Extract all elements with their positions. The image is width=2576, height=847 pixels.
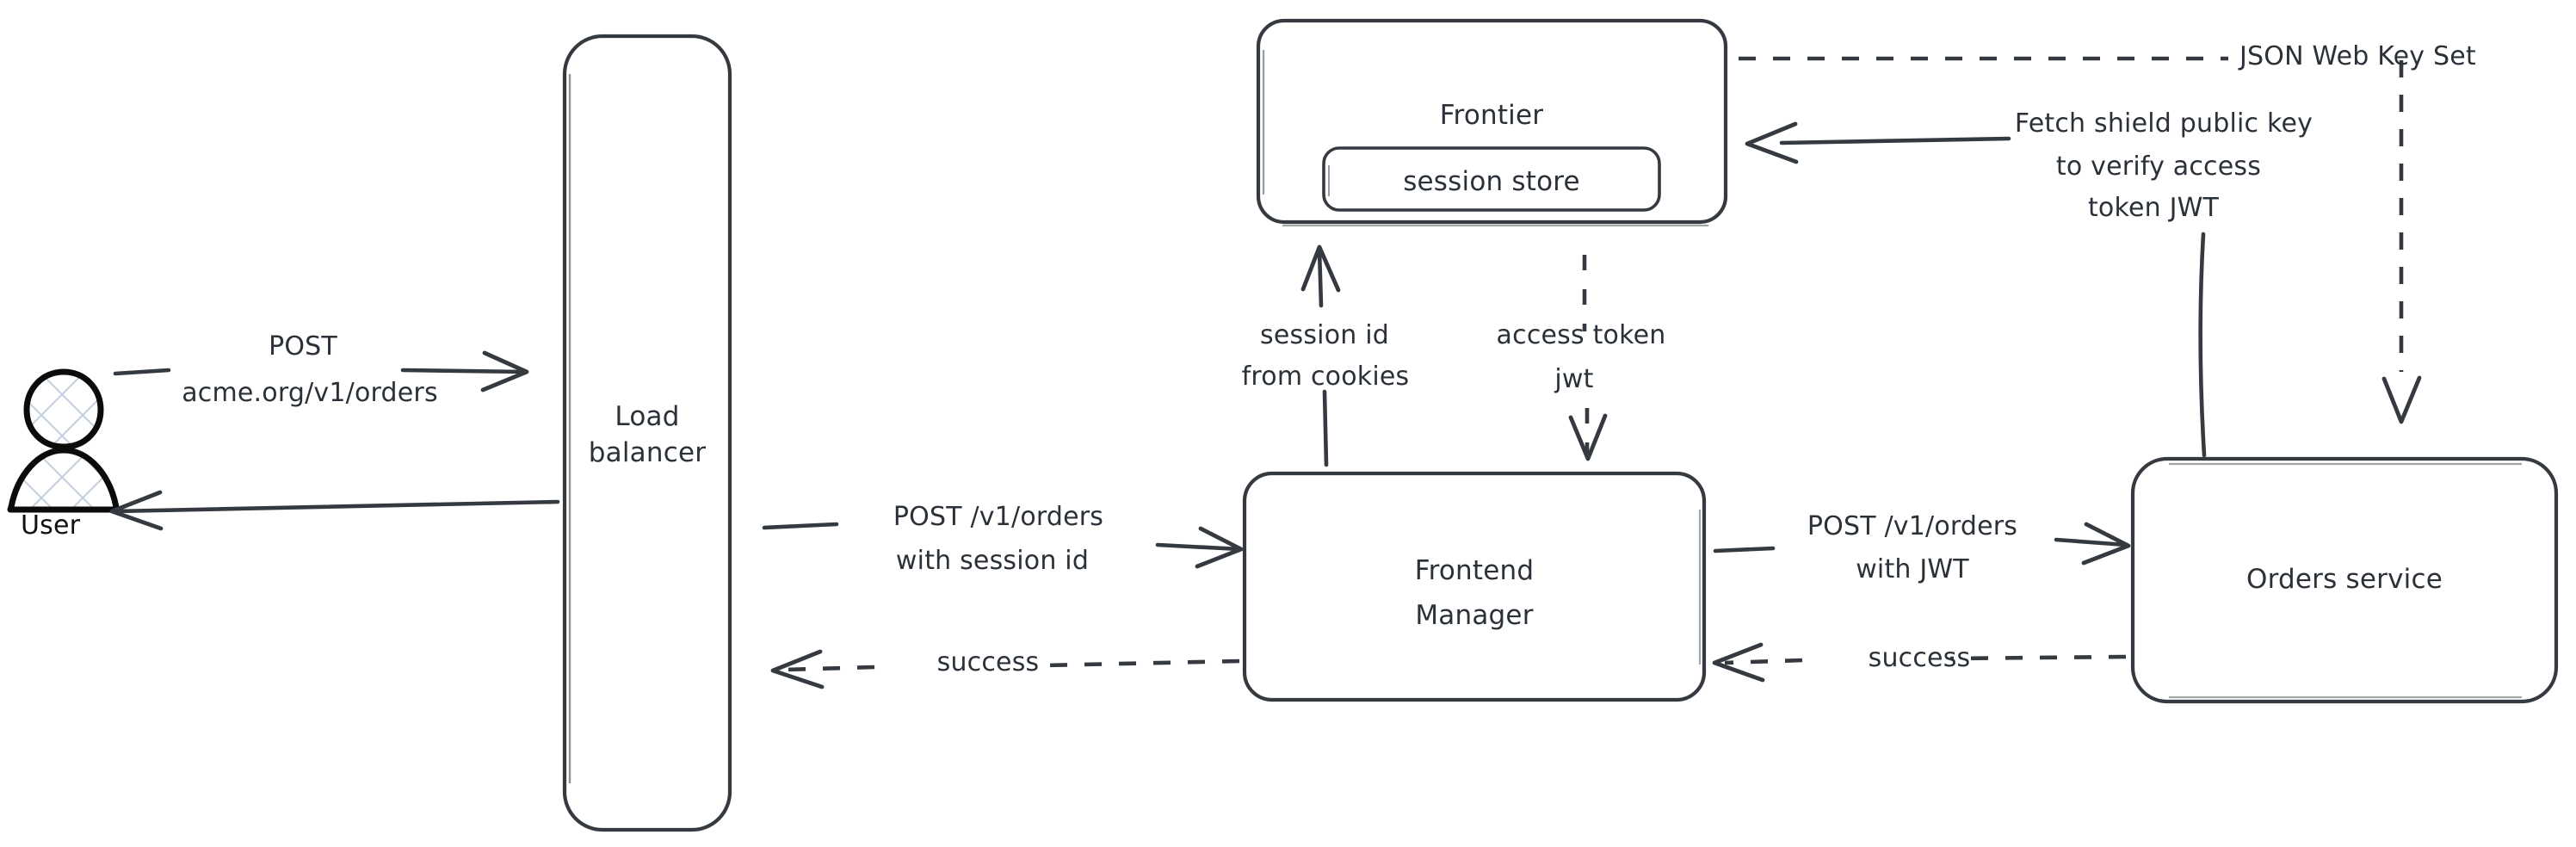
edge-label-session-id-line1: session id (1260, 320, 1389, 350)
frontend-manager-label-line2: Manager (1415, 600, 1534, 631)
edge-frontend-manager-to-orders-service (1713, 522, 2131, 566)
edge-label-access-token-line1: access token (1496, 320, 1666, 350)
edge-label-success-right: success (1868, 643, 1971, 673)
frontend-manager-node[interactable] (1242, 471, 1707, 702)
frontier-label: Frontier (1439, 100, 1544, 131)
edge-label-post-acme-line2: acme.org/v1/orders (182, 378, 438, 408)
edge-orders-service-to-frontend-manager-success (1712, 642, 2127, 683)
edge-label-post-session-line1: POST /v1/orders (893, 502, 1104, 532)
edge-label-fetch-key-line3: token JWT (2087, 193, 2220, 223)
edge-load-balancer-to-user (109, 490, 560, 531)
edge-label-access-token-line2: jwt (1554, 364, 1594, 394)
edge-load-balancer-to-frontend-manager (762, 522, 1244, 569)
load-balancer-node[interactable] (562, 34, 732, 832)
edge-label-post-jwt-line1: POST /v1/orders (1807, 511, 2018, 541)
user-actor-icon (7, 368, 120, 513)
session-store-node[interactable] (1322, 146, 1661, 212)
edge-frontend-manager-to-frontier (1300, 244, 1341, 467)
edge-label-session-id-line2: from cookies (1241, 362, 1410, 392)
edge-label-post-acme-line1: POST (269, 331, 337, 362)
edge-frontier-to-frontend-manager (1568, 255, 1608, 461)
edge-label-fetch-key-line1: Fetch shield public key (2014, 108, 2313, 139)
session-store-label: session store (1403, 166, 1580, 197)
edge-frontend-manager-to-load-balancer-success (770, 649, 1240, 689)
edge-label-success-left: success (936, 647, 1040, 677)
edge-user-to-load-balancer (113, 350, 529, 393)
edge-frontier-to-orders-service-jwks (1739, 56, 2422, 424)
edge-label-fetch-key-line2: to verify access (2055, 151, 2262, 182)
edge-label-post-jwt-line2: with JWT (1856, 554, 1969, 584)
load-balancer-label-line1: Load (615, 401, 680, 432)
load-balancer-label-line2: balancer (588, 437, 707, 468)
frontend-manager-label-line1: Frontend (1414, 555, 1535, 586)
edge-label-post-session-line2: with session id (895, 546, 1090, 576)
orders-service-node[interactable] (2130, 456, 2559, 704)
user-label: User (21, 510, 81, 541)
edge-label-jwks: JSON Web Key Set (2239, 41, 2476, 71)
orders-service-label: Orders service (2246, 564, 2443, 595)
edge-orders-service-to-frontier-fetch-key (1745, 121, 2207, 458)
